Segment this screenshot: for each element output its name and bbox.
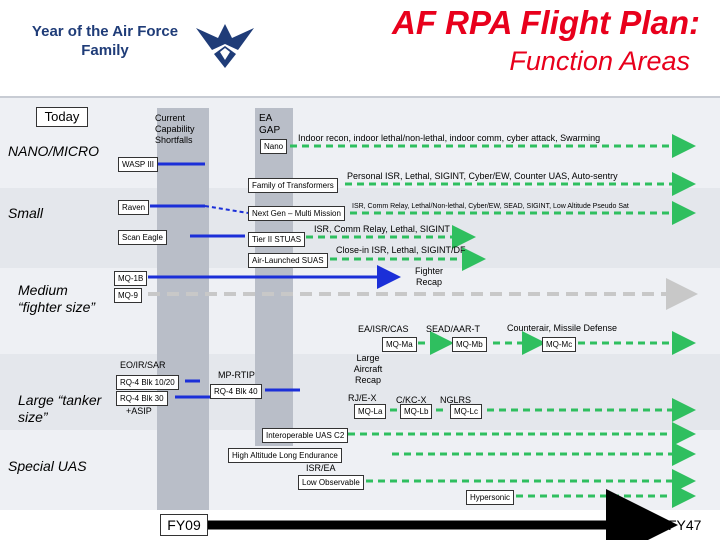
- box-mq1b: MQ-1B: [114, 271, 148, 286]
- page-subtitle: Function Areas: [509, 46, 690, 76]
- box-rq4-10: RQ-4 Blk 10/20: [116, 375, 179, 390]
- category-small: Small: [8, 205, 44, 221]
- box-scan-eagle: Scan Eagle: [118, 230, 167, 245]
- box-rq4-30: RQ-4 Blk 30: [116, 391, 168, 406]
- current-capability-label: Current Capability Shortfalls: [155, 113, 195, 145]
- box-hypersonic: Hypersonic: [466, 490, 515, 505]
- label-eo-ir-sar: EO/IR/SAR: [120, 360, 166, 370]
- box-interoperable: Interoperable UAS C2: [262, 428, 349, 443]
- box-mq-lb: MQ-Lb: [400, 404, 433, 419]
- label-close-in-isr: Close-in ISR, Lethal, SIGINT/DF: [336, 245, 466, 255]
- box-raven: Raven: [118, 200, 150, 215]
- band-nano-micro: [0, 98, 720, 188]
- label-isr-ea: ISR/EA: [306, 463, 336, 473]
- box-next-gen: Next Gen – Multi Mission: [248, 206, 345, 221]
- box-nano: Nano: [260, 139, 288, 154]
- label-fighter-recap: Fighter Recap: [414, 266, 443, 287]
- label-isr-comm-small: ISR, Comm Relay, Lethal/Non-lethal, Cybe…: [352, 203, 629, 210]
- logo-text: Year of the Air Force Family: [30, 22, 180, 60]
- label-rj-e-x: RJ/E-X: [348, 393, 377, 403]
- category-large: Large “tanker size”: [18, 392, 102, 425]
- label-ea-isr-cas: EA/ISR/CAS: [358, 324, 409, 334]
- label-c-kc-x: C/KC-X: [396, 395, 427, 405]
- box-mq-mb: MQ-Mb: [452, 337, 487, 352]
- box-air-launched: Air-Launched SUAS: [248, 253, 328, 268]
- label-asip: +ASIP: [126, 406, 152, 416]
- category-special: Special UAS: [8, 458, 87, 474]
- logo-line2: Family: [81, 42, 129, 59]
- box-low-observable: Low Observable: [298, 475, 364, 490]
- box-family-transformers: Family of Transformers: [248, 178, 338, 193]
- label-isr-comm-relay: ISR, Comm Relay, Lethal, SIGINT: [314, 224, 450, 234]
- today-label: Today: [36, 107, 88, 127]
- box-tier2: Tier II STUAS: [248, 232, 306, 247]
- header-divider: [0, 96, 720, 98]
- box-mq9: MQ-9: [114, 288, 142, 303]
- label-counterair: Counterair, Missile Defense: [507, 323, 618, 333]
- label-personal-isr: Personal ISR, Lethal, SIGINT, Cyber/EW, …: [347, 171, 618, 181]
- ea-gap-label: EA GAP: [259, 113, 281, 136]
- fy09-label: FY09: [160, 514, 208, 536]
- logo-line1: Year of the Air Force: [31, 23, 179, 40]
- air-force-symbol-icon: [196, 24, 254, 68]
- category-nano-micro: NANO/MICRO: [8, 143, 99, 159]
- label-sead-aar: SEAD/AAR-T: [426, 324, 481, 334]
- box-mq-la: MQ-La: [354, 404, 387, 419]
- page-title: AF RPA Flight Plan:: [392, 4, 700, 41]
- label-mp-rtip: MP-RTIP: [218, 370, 255, 380]
- label-nano-mission: Indoor recon, indoor lethal/non-lethal, …: [298, 133, 601, 143]
- box-hale: High Altitude Long Endurance: [228, 448, 342, 463]
- box-mq-mc: MQ-Mc: [542, 337, 577, 352]
- label-large-recap: Large Aircraft Recap: [353, 353, 383, 385]
- category-medium: Medium “fighter size”: [18, 282, 96, 315]
- label-nglrs: NGLRS: [440, 395, 472, 405]
- box-mq-lc: MQ-Lc: [450, 404, 482, 419]
- current-capability-column: [157, 108, 209, 510]
- box-wasp: WASP III: [118, 157, 159, 172]
- box-rq4-40: RQ-4 Blk 40: [210, 384, 262, 399]
- raven-next-gen-link: [204, 205, 249, 214]
- box-mq-ma: MQ-Ma: [382, 337, 417, 352]
- fy47-label: FY47: [668, 517, 702, 533]
